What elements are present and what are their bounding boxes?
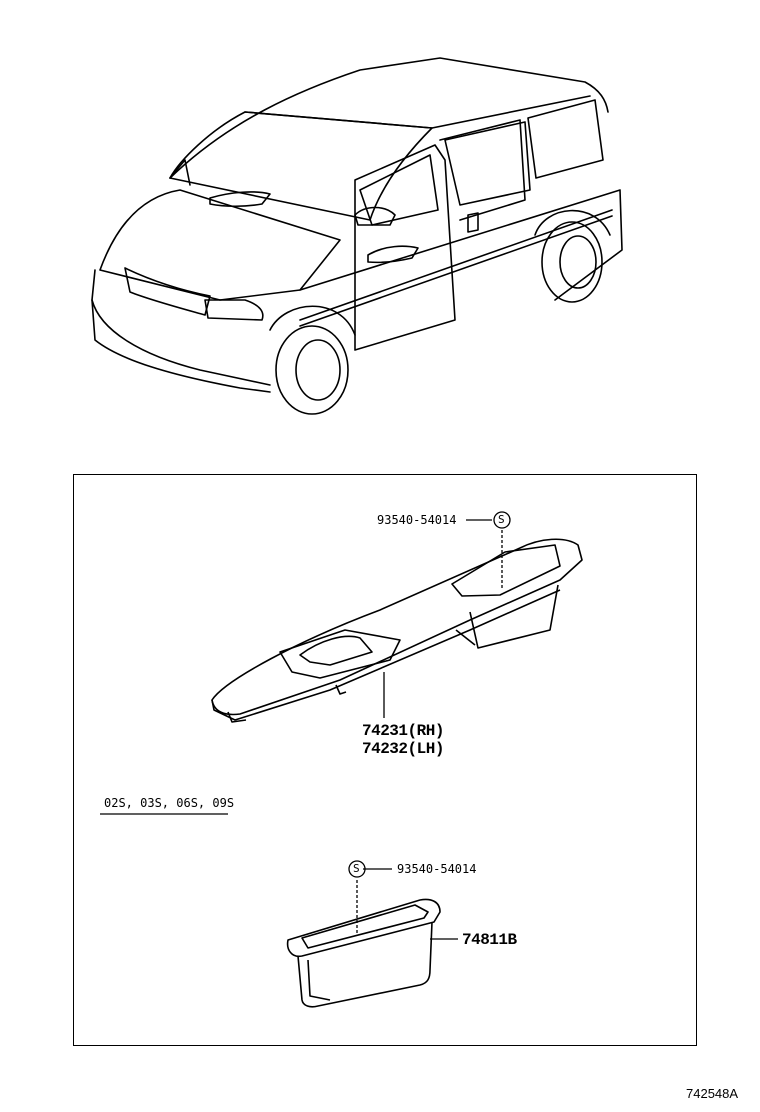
van-front-door: [354, 144, 456, 351]
van-rear-wheel-hub: [559, 235, 597, 289]
van-door-handle: [467, 212, 479, 233]
panel-tab: [227, 711, 247, 723]
van-mirror: [354, 206, 396, 226]
van-roof-inner: [244, 95, 591, 129]
figure-id: 742548A: [686, 1086, 739, 1101]
van-rear-wheel: [541, 221, 603, 303]
van-front: [91, 269, 271, 386]
van-side-lower: [299, 189, 623, 301]
panel-cup-side: [455, 629, 476, 646]
van-a-pillar: [169, 159, 191, 186]
screw-bottom-label: 93540-54014: [397, 862, 477, 876]
panel-switch: [299, 635, 373, 666]
van-bumper: [91, 299, 271, 393]
panel-cup-opening: [451, 544, 561, 597]
panel-clip: [335, 684, 347, 695]
van-rear-wheel-arch: [534, 209, 611, 236]
parts-frame: [73, 474, 697, 1046]
van-side-window-front: [359, 154, 439, 226]
screw-top-label: 93540-54014: [377, 513, 457, 527]
van-side-belt2: [299, 215, 613, 327]
van-grille: [124, 267, 211, 316]
van-side-belt: [299, 209, 613, 321]
panel-edge: [211, 589, 561, 721]
screw-symbol-top-circle: [493, 511, 511, 529]
cup-body: [297, 921, 433, 1008]
panel-cup-body: [469, 584, 559, 649]
applicability-label: 02S, 03S, 06S, 09S: [104, 796, 235, 810]
van-illustration: [91, 57, 623, 415]
van-hood: [99, 189, 341, 301]
armrest-panel-drawing: [211, 538, 583, 723]
cup-rim-inner: [301, 904, 429, 949]
van-headlight: [204, 299, 264, 321]
van-front-wheel-arch: [269, 305, 356, 336]
van-roof: [169, 57, 609, 179]
panel-lh-label: 74232(LH): [362, 740, 444, 758]
van-window-switch-dash: [209, 191, 271, 208]
panel-leaders: [100, 511, 511, 940]
van-window-1: [444, 121, 531, 206]
cup-body-inner: [307, 959, 331, 1001]
screw-symbol-bottom-circle: [348, 860, 366, 878]
cup-label: 74811B: [462, 931, 517, 949]
screw-top-symbol: S: [498, 513, 505, 526]
cup-rim-outer: [286, 898, 441, 958]
van-windshield: [169, 111, 433, 221]
panel-switch-opening: [279, 629, 401, 679]
panel-rh-label: 74231(RH): [362, 722, 444, 740]
van-front-wheel: [275, 325, 349, 415]
van-slide-door: [439, 119, 526, 221]
cup-holder-drawing: [286, 898, 441, 1008]
van-window-switch-front: [367, 245, 419, 264]
screw-bottom-symbol: S: [353, 862, 360, 875]
van-window-2: [527, 99, 604, 179]
van-front-wheel-hub: [295, 339, 341, 401]
